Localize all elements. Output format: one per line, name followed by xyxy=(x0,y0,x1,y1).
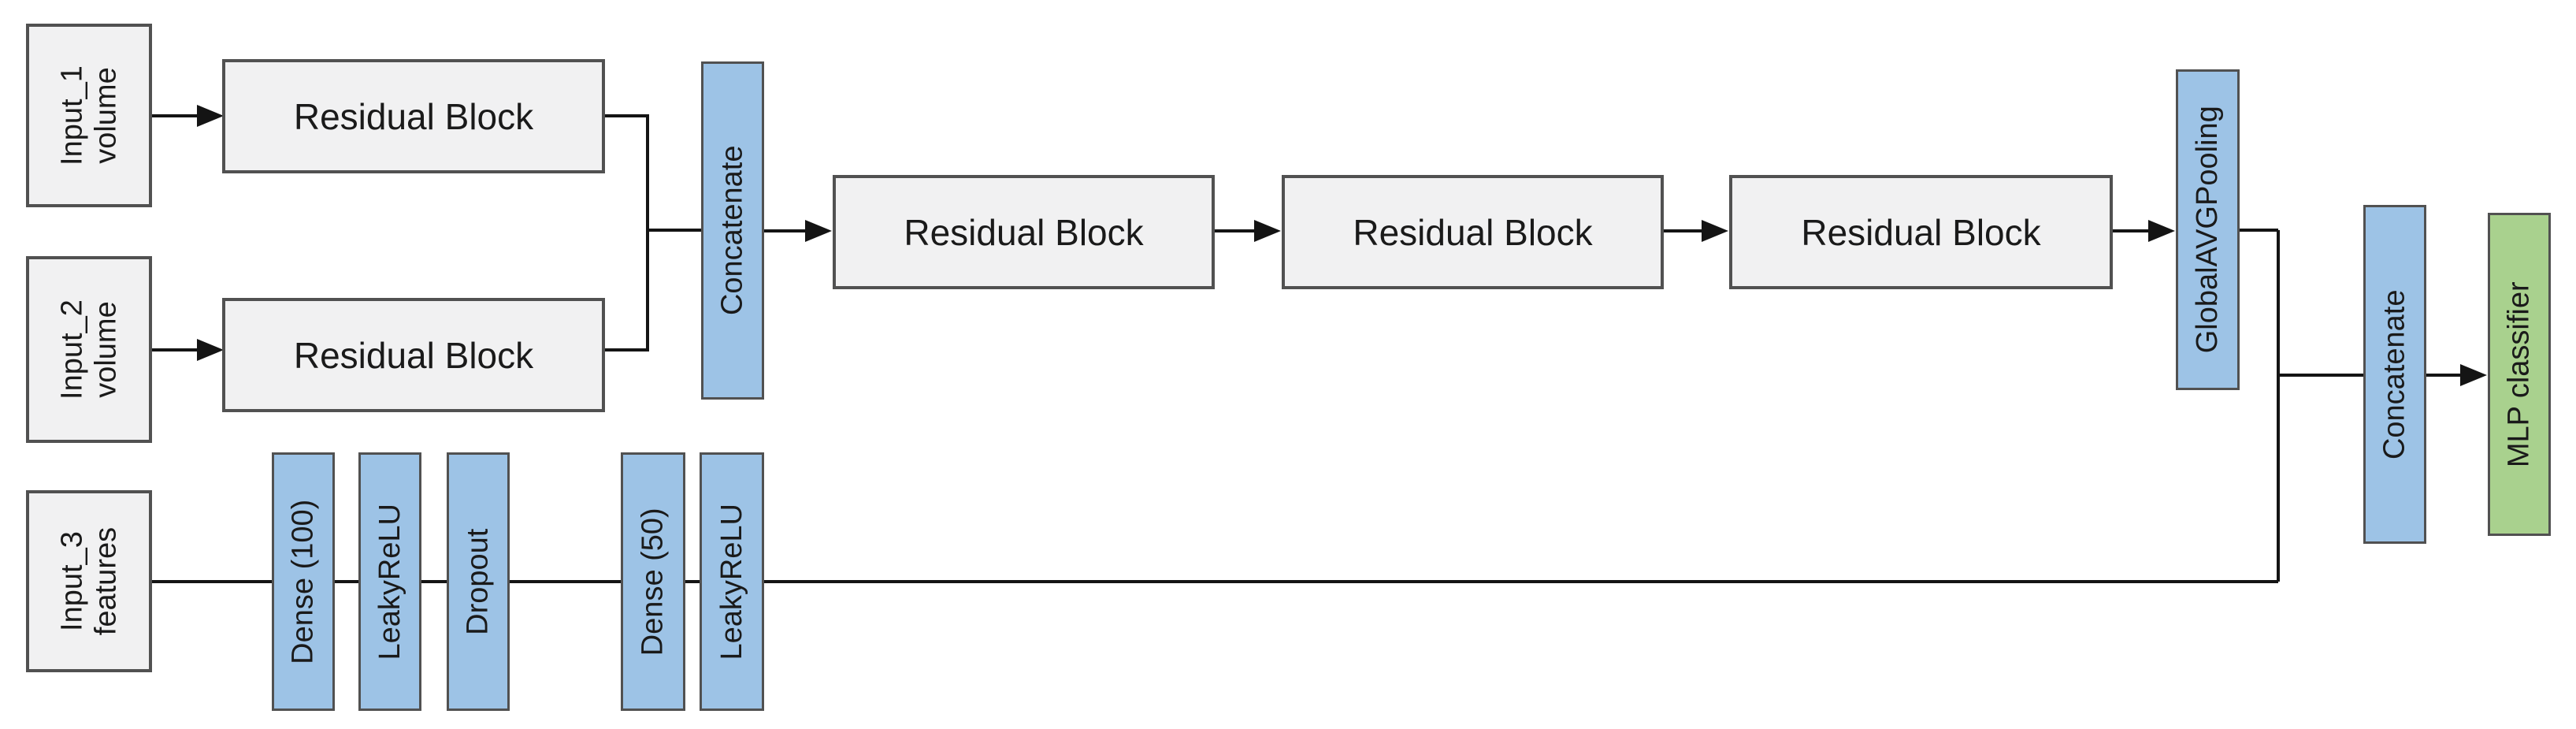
leaky-relu-2-label: LeakyReLU xyxy=(715,503,748,660)
global-avg-pooling-block: GlobalAVGPooling xyxy=(2176,69,2240,390)
residual-block-bottom: Residual Block xyxy=(222,298,605,412)
residual-block-mid-2: Residual Block xyxy=(1282,175,1664,289)
mlp-classifier-block: MLP classifier xyxy=(2488,213,2551,536)
leaky-relu-1-label: LeakyReLU xyxy=(373,503,406,660)
concatenate-1-block: Concatenate xyxy=(701,61,764,400)
residual-block-mid-1: Residual Block xyxy=(833,175,1215,289)
dropout-label: Dropout xyxy=(461,528,495,635)
arrowhead-rbmid2-to-rbmid3 xyxy=(1702,220,1728,242)
dense-100-block: Dense (100) xyxy=(272,452,335,711)
residual-block-mid-1-label: Residual Block xyxy=(904,211,1144,253)
concatenate-2-block: Concatenate xyxy=(2363,205,2426,544)
arrowhead-input1-to-rbtop xyxy=(197,105,224,127)
arrowhead-rbmid1-to-rbmid2 xyxy=(1254,220,1281,242)
concatenate-2-label: Concatenate xyxy=(2377,289,2411,459)
global-avg-pooling-label: GlobalAVGPooling xyxy=(2191,106,2225,354)
residual-block-mid-3: Residual Block xyxy=(1729,175,2113,289)
dense-100-label: Dense (100) xyxy=(286,499,320,664)
dropout-block: Dropout xyxy=(447,452,510,711)
dense-50-block: Dense (50) xyxy=(621,452,685,711)
residual-block-top: Residual Block xyxy=(222,59,605,173)
leaky-relu-1-block: LeakyReLU xyxy=(358,452,421,711)
dense-50-label: Dense (50) xyxy=(636,508,670,656)
leaky-relu-2-block: LeakyReLU xyxy=(700,452,764,711)
residual-block-top-label: Residual Block xyxy=(293,95,534,137)
residual-block-mid-3-label: Residual Block xyxy=(1801,211,2041,253)
arrowhead-concat1-to-rbmid1 xyxy=(805,220,832,242)
arrowhead-rbmid3-to-gap xyxy=(2148,220,2175,242)
residual-block-bottom-label: Residual Block xyxy=(293,334,534,376)
arrowhead-concat2-to-mlp xyxy=(2460,364,2487,386)
concatenate-1-label: Concatenate xyxy=(715,145,749,316)
arrowhead-input2-to-rbbottom xyxy=(197,339,224,361)
residual-block-mid-2-label: Residual Block xyxy=(1353,211,1593,253)
mlp-classifier-label: MLP classifier xyxy=(2502,281,2536,467)
